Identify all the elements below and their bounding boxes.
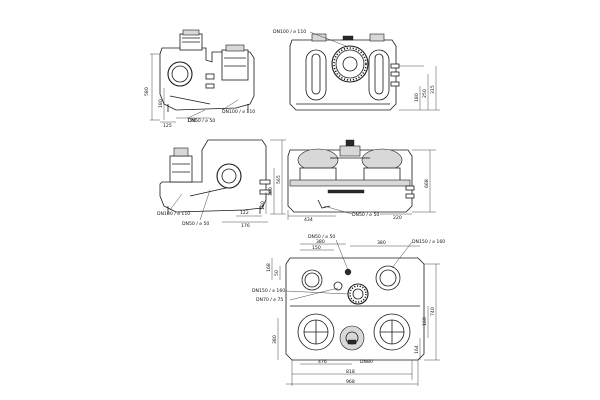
dim-plan-r3: 164	[414, 345, 420, 354]
dim-side-mid-w1: 434	[304, 217, 313, 223]
dim-side-mid-w2: 220	[393, 215, 402, 221]
dim-plan-t2: 380	[316, 239, 325, 245]
dim-plan-b3: 968	[346, 379, 355, 385]
dim-plan-l1: 168	[266, 263, 272, 272]
dim-plan-t1: 150	[312, 245, 321, 251]
view-front-mid: 565 380 180 122 176 DN100 / ⌀ 110 DN50 /…	[157, 139, 286, 229]
dim-front-mid-h3: 180	[260, 201, 266, 210]
label-side-mid-dn50: DN50 / ⌀ 50	[352, 212, 379, 218]
label-front-mid-dn50: DN50 / ⌀ 50	[182, 221, 209, 227]
dim-front-top-w2: 176	[187, 118, 196, 124]
label-front-top-dn100: DN100 / ⌀ 110	[222, 109, 255, 115]
dim-front-mid-h1: 565	[276, 175, 282, 184]
label-plan-dn50: DN50 / ⌀ 50	[308, 234, 335, 240]
dim-side-mid-h1: 668	[424, 179, 430, 188]
dim-plan-b1: 476	[318, 359, 327, 365]
label-front-top-dn50: DN50 / ⌀ 50	[188, 118, 215, 124]
dim-front-mid-w1: 122	[240, 210, 249, 216]
dim-front-top-h1: 580	[144, 87, 150, 96]
dim-plan-r2: 740	[430, 307, 436, 316]
view-plan: 150 380 380 DN50 / ⌀ 50 DN150 / ⌀ 160 16…	[252, 234, 445, 386]
label-plan-dn80: DN80	[360, 359, 373, 365]
label-front-mid-dn100: DN100 / ⌀ 110	[157, 211, 190, 217]
view-front-top: 580 180 125 176 DN100 / ⌀ 110 DN50 / ⌀ 5…	[144, 29, 255, 129]
dim-front-top-w1: 125	[163, 123, 172, 129]
view-side-mid: 668 434 220 DN50 / ⌀ 50	[287, 139, 436, 223]
dim-side-top-d2: 250	[422, 89, 428, 98]
dim-front-top-h2: 180	[158, 99, 164, 108]
dim-plan-b2: 818	[346, 369, 355, 375]
dim-plan-l2: 50	[274, 270, 280, 276]
dim-front-mid-w2: 176	[241, 223, 250, 229]
dim-plan-t3: 380	[377, 240, 386, 246]
dim-side-top-d3: 315	[430, 85, 436, 94]
dim-front-mid-h2: 380	[268, 187, 274, 196]
label-side-top-dn100: DN100 / ⌀ 110	[273, 29, 306, 35]
label-plan-dn150a: DN150 / ⌀ 160	[412, 239, 445, 245]
dim-side-top-d1: 180	[414, 93, 420, 102]
view-side-top: 180 250 315 DN100 / ⌀ 110	[273, 29, 440, 111]
label-plan-dn70: DN70 / ⌀ 75	[256, 297, 283, 303]
label-plan-dn150b: DN150 / ⌀ 160	[252, 288, 285, 294]
dim-plan-r1: 160	[422, 317, 428, 326]
dim-plan-l3: 380	[272, 335, 278, 344]
